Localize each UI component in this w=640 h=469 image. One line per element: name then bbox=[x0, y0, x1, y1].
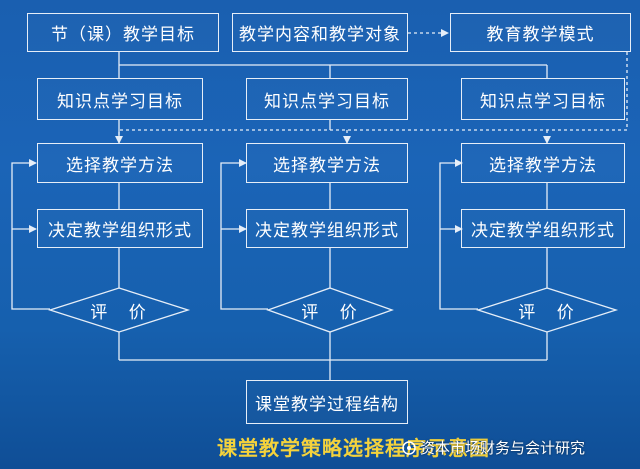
form-box-2: 决定教学组织形式 bbox=[246, 209, 408, 248]
knowledge-box-1: 知识点学习目标 bbox=[37, 78, 203, 120]
loop-col2 bbox=[220, 159, 268, 310]
form-box-3: 决定教学组织形式 bbox=[461, 209, 625, 248]
diamond-eval-2 bbox=[266, 287, 394, 333]
watermark: 资本市场财务与会计研究 bbox=[402, 437, 585, 458]
eval-label-2: 评 价 bbox=[301, 303, 365, 323]
eval-label-3: 评 价 bbox=[518, 303, 582, 323]
mode-box: 教育教学模式 bbox=[450, 13, 631, 52]
goal-box: 节（课）教学目标 bbox=[27, 13, 219, 52]
watermark-text: 资本市场财务与会计研究 bbox=[420, 439, 586, 457]
watermark-logo-icon bbox=[402, 441, 416, 455]
method-box-2: 选择教学方法 bbox=[246, 143, 408, 183]
diamond-eval-1 bbox=[47, 287, 191, 333]
knowledge-box-2: 知识点学习目标 bbox=[246, 78, 408, 120]
loop-col1 bbox=[11, 159, 50, 310]
method-box-1: 选择教学方法 bbox=[37, 143, 203, 183]
diagram-caption: 课堂教学策略选择程序示意图 bbox=[217, 436, 490, 460]
content-box: 教学内容和教学对象 bbox=[232, 13, 408, 52]
form-box-1: 决定教学组织形式 bbox=[37, 209, 203, 248]
result-box: 课堂教学过程结构 bbox=[246, 380, 408, 424]
diamond-eval-3 bbox=[475, 287, 619, 333]
method-box-3: 选择教学方法 bbox=[461, 143, 625, 183]
loop-col3 bbox=[439, 159, 478, 310]
eval-label-1: 评 价 bbox=[90, 303, 154, 323]
knowledge-box-3: 知识点学习目标 bbox=[461, 78, 625, 120]
line-feedback-dashed bbox=[115, 52, 628, 144]
